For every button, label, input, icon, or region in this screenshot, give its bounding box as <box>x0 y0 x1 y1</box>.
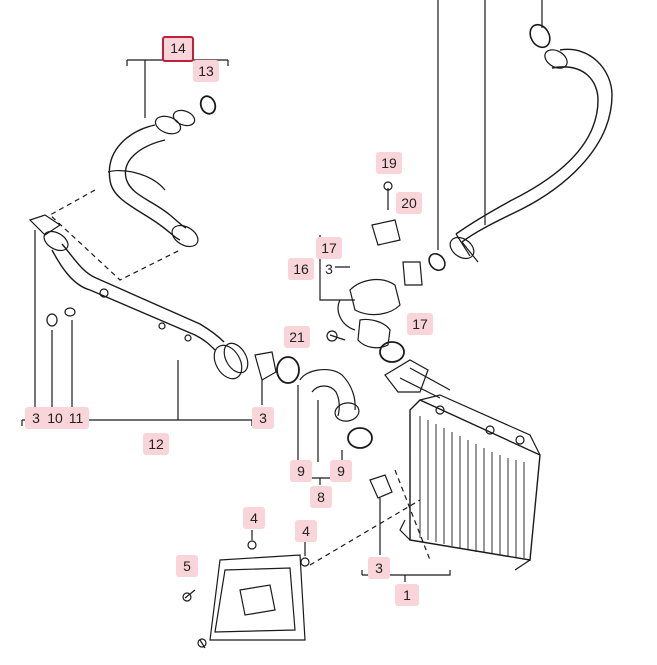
callout-c3b[interactable]: 3 <box>252 407 274 429</box>
callout-c16[interactable]: 16 <box>288 258 314 280</box>
callout-c17b[interactable]: 17 <box>407 313 433 335</box>
callout-c11[interactable]: 11 <box>63 407 89 429</box>
upper-left-hose <box>48 55 229 281</box>
leader-lines-left <box>21 230 253 426</box>
elbow-hose-8 <box>276 356 373 485</box>
upper-right-hose <box>428 23 613 272</box>
callout-c21[interactable]: 21 <box>284 326 310 348</box>
callout-c13[interactable]: 13 <box>193 60 219 82</box>
callout-c19[interactable]: 19 <box>376 152 402 174</box>
callout-c9a[interactable]: 9 <box>290 460 312 482</box>
callout-c3c[interactable]: 3 <box>368 557 390 579</box>
gasket-3-mid <box>254 351 277 381</box>
callout-c10[interactable]: 10 <box>42 407 68 429</box>
callout-c4b[interactable]: 4 <box>295 520 317 542</box>
callout-c9b[interactable]: 9 <box>330 460 352 482</box>
callout-c8[interactable]: 8 <box>310 486 332 508</box>
throttle-assembly <box>319 181 423 363</box>
gasket-3-low <box>369 474 393 499</box>
callout-c1[interactable]: 1 <box>395 584 419 606</box>
callout-c5[interactable]: 5 <box>176 555 198 577</box>
intercooler-inlet-pipe <box>384 359 451 399</box>
intercooler <box>361 394 541 582</box>
callout-c14[interactable]: 14 <box>162 36 194 62</box>
mounting-bracket <box>182 530 310 649</box>
callout-c4a[interactable]: 4 <box>243 507 265 529</box>
callout-c17a[interactable]: 17 <box>316 237 342 259</box>
callout-c20[interactable]: 20 <box>396 192 422 214</box>
leader-lines-top <box>437 0 543 250</box>
callout-c12[interactable]: 12 <box>143 433 169 455</box>
callout-c3d[interactable]: 3 <box>325 261 333 277</box>
long-charge-pipe <box>28 214 249 380</box>
callout-c3a[interactable]: 3 <box>25 407 47 429</box>
